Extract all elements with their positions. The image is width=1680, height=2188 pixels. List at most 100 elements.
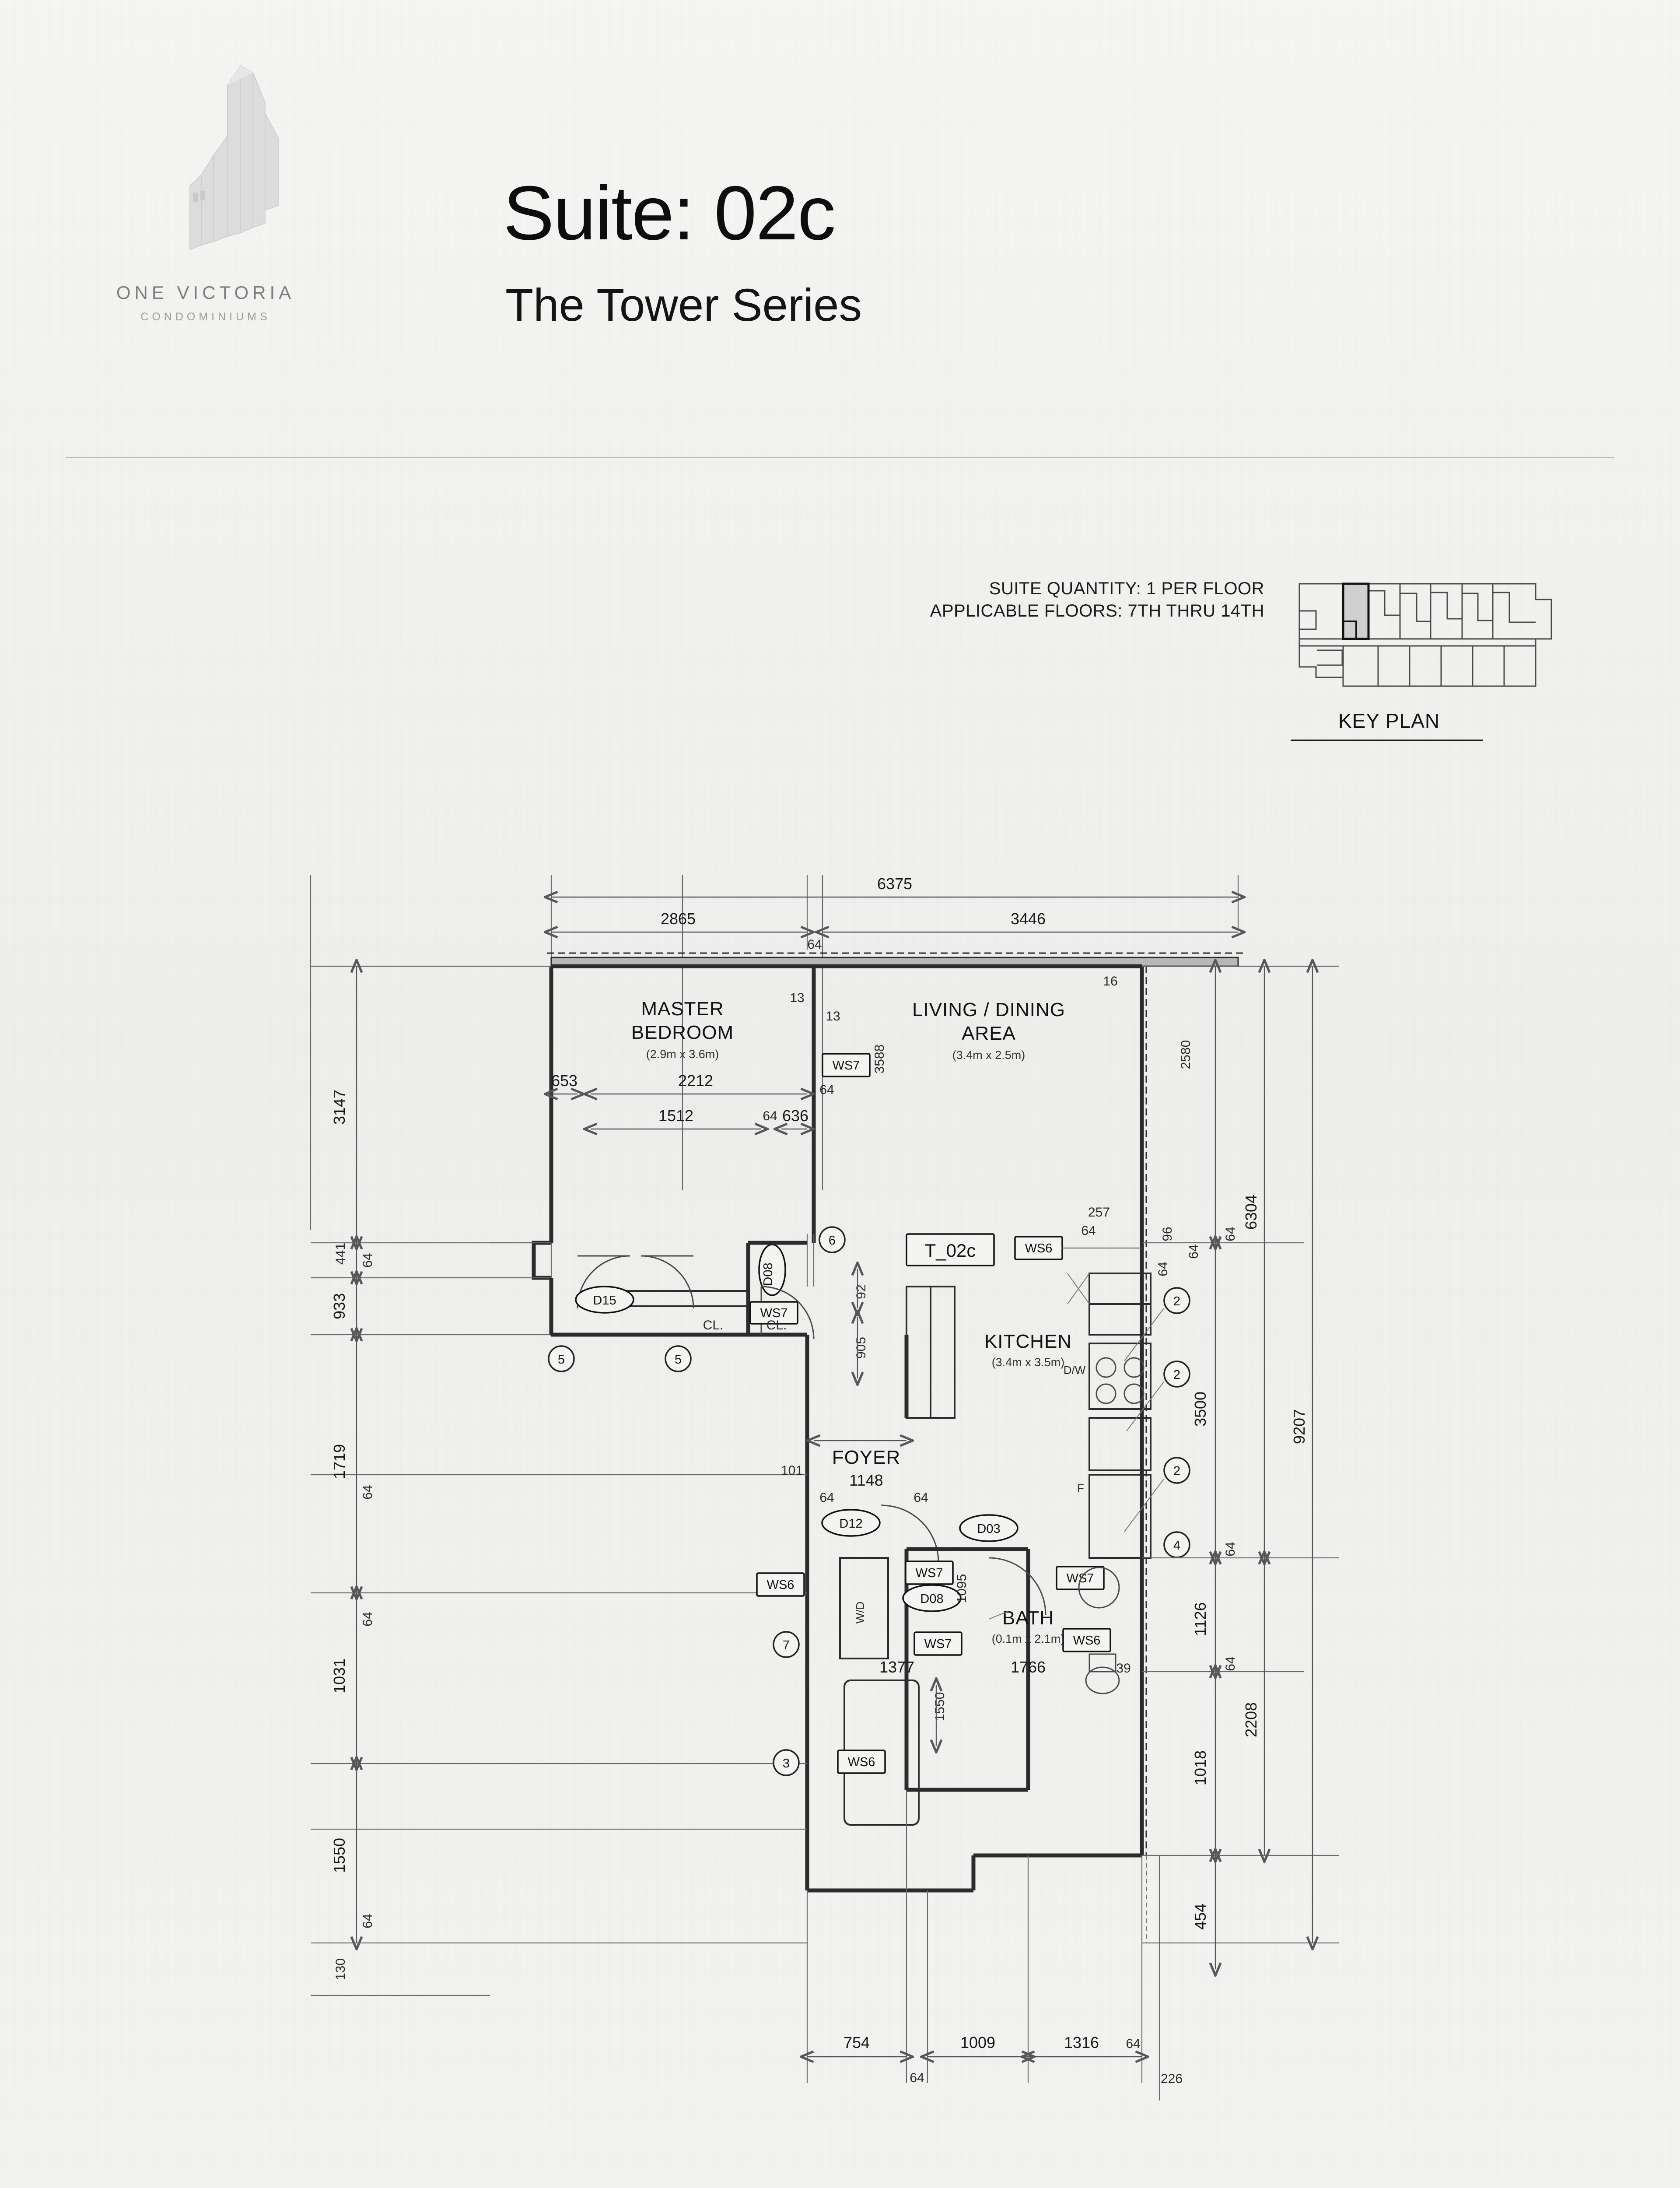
dim-64-a: 64 (763, 1109, 777, 1123)
room-size-kitchen: (3.4m x 3.5m) (992, 1356, 1065, 1369)
dim-right-6304: 6304 (1242, 1195, 1260, 1230)
dim-bottom-1009: 1009 (960, 2034, 995, 2051)
svg-text:D15: D15 (593, 1294, 616, 1308)
key-plan-label: KEY PLAN (1338, 709, 1440, 732)
dim-1512: 1512 (658, 1107, 693, 1125)
dim-64-e: 64 (1186, 1244, 1201, 1259)
dim-left-small-1: 64 (360, 1253, 375, 1267)
dim-96: 96 (1160, 1227, 1175, 1241)
svg-text:WS6: WS6 (1025, 1241, 1053, 1255)
dim-64-c: 64 (1081, 1224, 1096, 1238)
room-label-kitchen: KITCHEN (984, 1331, 1072, 1352)
door-tag-d15: D15 (575, 1286, 634, 1314)
dim-905: 905 (854, 1337, 868, 1359)
marker-5-b: 5 (665, 1345, 692, 1372)
dim-bottom-1316: 1316 (1064, 2034, 1099, 2051)
closet-label-2: CL. (766, 1318, 787, 1332)
dim-top-overall: 6375 (877, 875, 912, 893)
page-subtitle: The Tower Series (505, 280, 862, 331)
dim-39: 39 (1116, 1661, 1130, 1676)
dim-right-2208: 2208 (1242, 1702, 1260, 1737)
svg-text:WS7: WS7 (916, 1566, 943, 1580)
dim-1377: 1377 (879, 1658, 914, 1676)
dim-left-small-2: 64 (360, 1485, 375, 1499)
svg-text:7: 7 (783, 1638, 790, 1652)
tower-crystal-logo-icon (175, 61, 289, 271)
brand-name: ONE VICTORIA (116, 282, 295, 303)
dim-right-64-a: 64 (1223, 1542, 1238, 1556)
dim-right-1018: 1018 (1191, 1750, 1209, 1785)
svg-text:2: 2 (1173, 1464, 1180, 1478)
dim-foyer-small-2: 64 (914, 1490, 928, 1505)
svg-text:3: 3 (783, 1757, 790, 1771)
window-tag-ws7-1: WS7 (822, 1053, 871, 1077)
window-tag-ws6-4: WS6 (837, 1750, 886, 1774)
room-label-master-bedroom-line1: MASTER (641, 998, 724, 1020)
dim-left-3147: 3147 (330, 1090, 348, 1125)
dim-top-small-1: 64 (807, 937, 822, 952)
svg-text:D08: D08 (761, 1262, 775, 1286)
svg-text:D12: D12 (839, 1517, 862, 1531)
dim-13-b: 13 (826, 1009, 840, 1024)
dim-bottom-64: 64 (1126, 2037, 1140, 2051)
marker-2-a: 2 (1163, 1287, 1190, 1314)
svg-text:2: 2 (1173, 1294, 1180, 1308)
dim-top-seg-1: 2865 (661, 910, 696, 928)
dim-636: 636 (782, 1107, 808, 1125)
floor-plan-drawing: .w { fill:none; stroke:#2b2b2b; stroke-w… (245, 849, 1575, 2188)
room-label-living-dining-line1: LIVING / DINING (912, 999, 1065, 1020)
dim-13-a: 13 (790, 991, 804, 1005)
dim-bottom-226: 226 (1161, 2072, 1183, 2086)
window-tag-ws7-5: WS7 (914, 1631, 962, 1656)
dim-left-130: 130 (333, 1958, 348, 1980)
dim-left-933: 933 (330, 1293, 348, 1319)
window-tag-ws7-3: WS7 (905, 1560, 954, 1585)
svg-text:WS6: WS6 (767, 1578, 794, 1592)
dim-left-small-4: 64 (360, 1914, 375, 1928)
dim-right-2580: 2580 (1179, 1040, 1193, 1069)
suite-type-tag: T_02c (906, 1233, 995, 1266)
dim-bottom-754: 754 (844, 2034, 870, 2051)
dim-right-454: 454 (1191, 1904, 1209, 1930)
suite-quantity-text: SUITE QUANTITY: 1 PER FLOOR (989, 579, 1264, 598)
room-size-living-dining: (3.4m x 2.5m) (952, 1048, 1026, 1062)
svg-text:WS6: WS6 (848, 1755, 875, 1769)
svg-text:5: 5 (675, 1353, 682, 1367)
page-title: Suite: 02c (503, 171, 836, 256)
dim-92: 92 (854, 1284, 868, 1299)
dim-1095: 1095 (955, 1574, 969, 1603)
marker-5-a: 5 (548, 1345, 575, 1372)
dim-left-1550: 1550 (330, 1838, 348, 1873)
svg-text:5: 5 (558, 1353, 565, 1367)
key-plan-underline (1291, 740, 1483, 741)
dim-top-seg-2: 3446 (1011, 910, 1046, 928)
door-tag-d03: D03 (959, 1514, 1018, 1542)
dim-right-9207: 9207 (1290, 1409, 1308, 1444)
dim-257: 257 (1088, 1205, 1110, 1220)
window-tag-ws6-2: WS6 (756, 1572, 805, 1597)
svg-text:WS7: WS7 (760, 1306, 788, 1320)
dim-64-b: 64 (819, 1083, 834, 1097)
dim-2212: 2212 (678, 1072, 713, 1090)
svg-text:WS7: WS7 (833, 1059, 860, 1073)
dim-right-3500: 3500 (1191, 1392, 1209, 1427)
svg-text:4: 4 (1173, 1539, 1180, 1553)
room-label-living-dining-line2: AREA (962, 1023, 1016, 1044)
window-tag-ws7-4: WS7 (1056, 1566, 1105, 1590)
window-tag-ws6-3: WS6 (1062, 1628, 1111, 1652)
dim-right-64-b: 64 (1223, 1656, 1238, 1671)
dim-left-1719: 1719 (330, 1444, 348, 1479)
svg-text:WS7: WS7 (1067, 1571, 1094, 1585)
marker-4: 4 (1163, 1531, 1190, 1558)
dim-left-small-3: 64 (360, 1612, 375, 1626)
dim-foyer-101: 101 (781, 1463, 803, 1478)
svg-text:2: 2 (1173, 1368, 1180, 1382)
dim-bottom-small: 64 (910, 2071, 924, 2085)
key-plan-diagram (1291, 573, 1562, 696)
header-divider (66, 457, 1614, 458)
room-label-master-bedroom-line2: BEDROOM (631, 1022, 734, 1043)
dim-1766: 1766 (1011, 1658, 1046, 1676)
dim-bath-1550: 1550 (933, 1692, 947, 1722)
dim-foyer-1148: 1148 (849, 1471, 883, 1489)
